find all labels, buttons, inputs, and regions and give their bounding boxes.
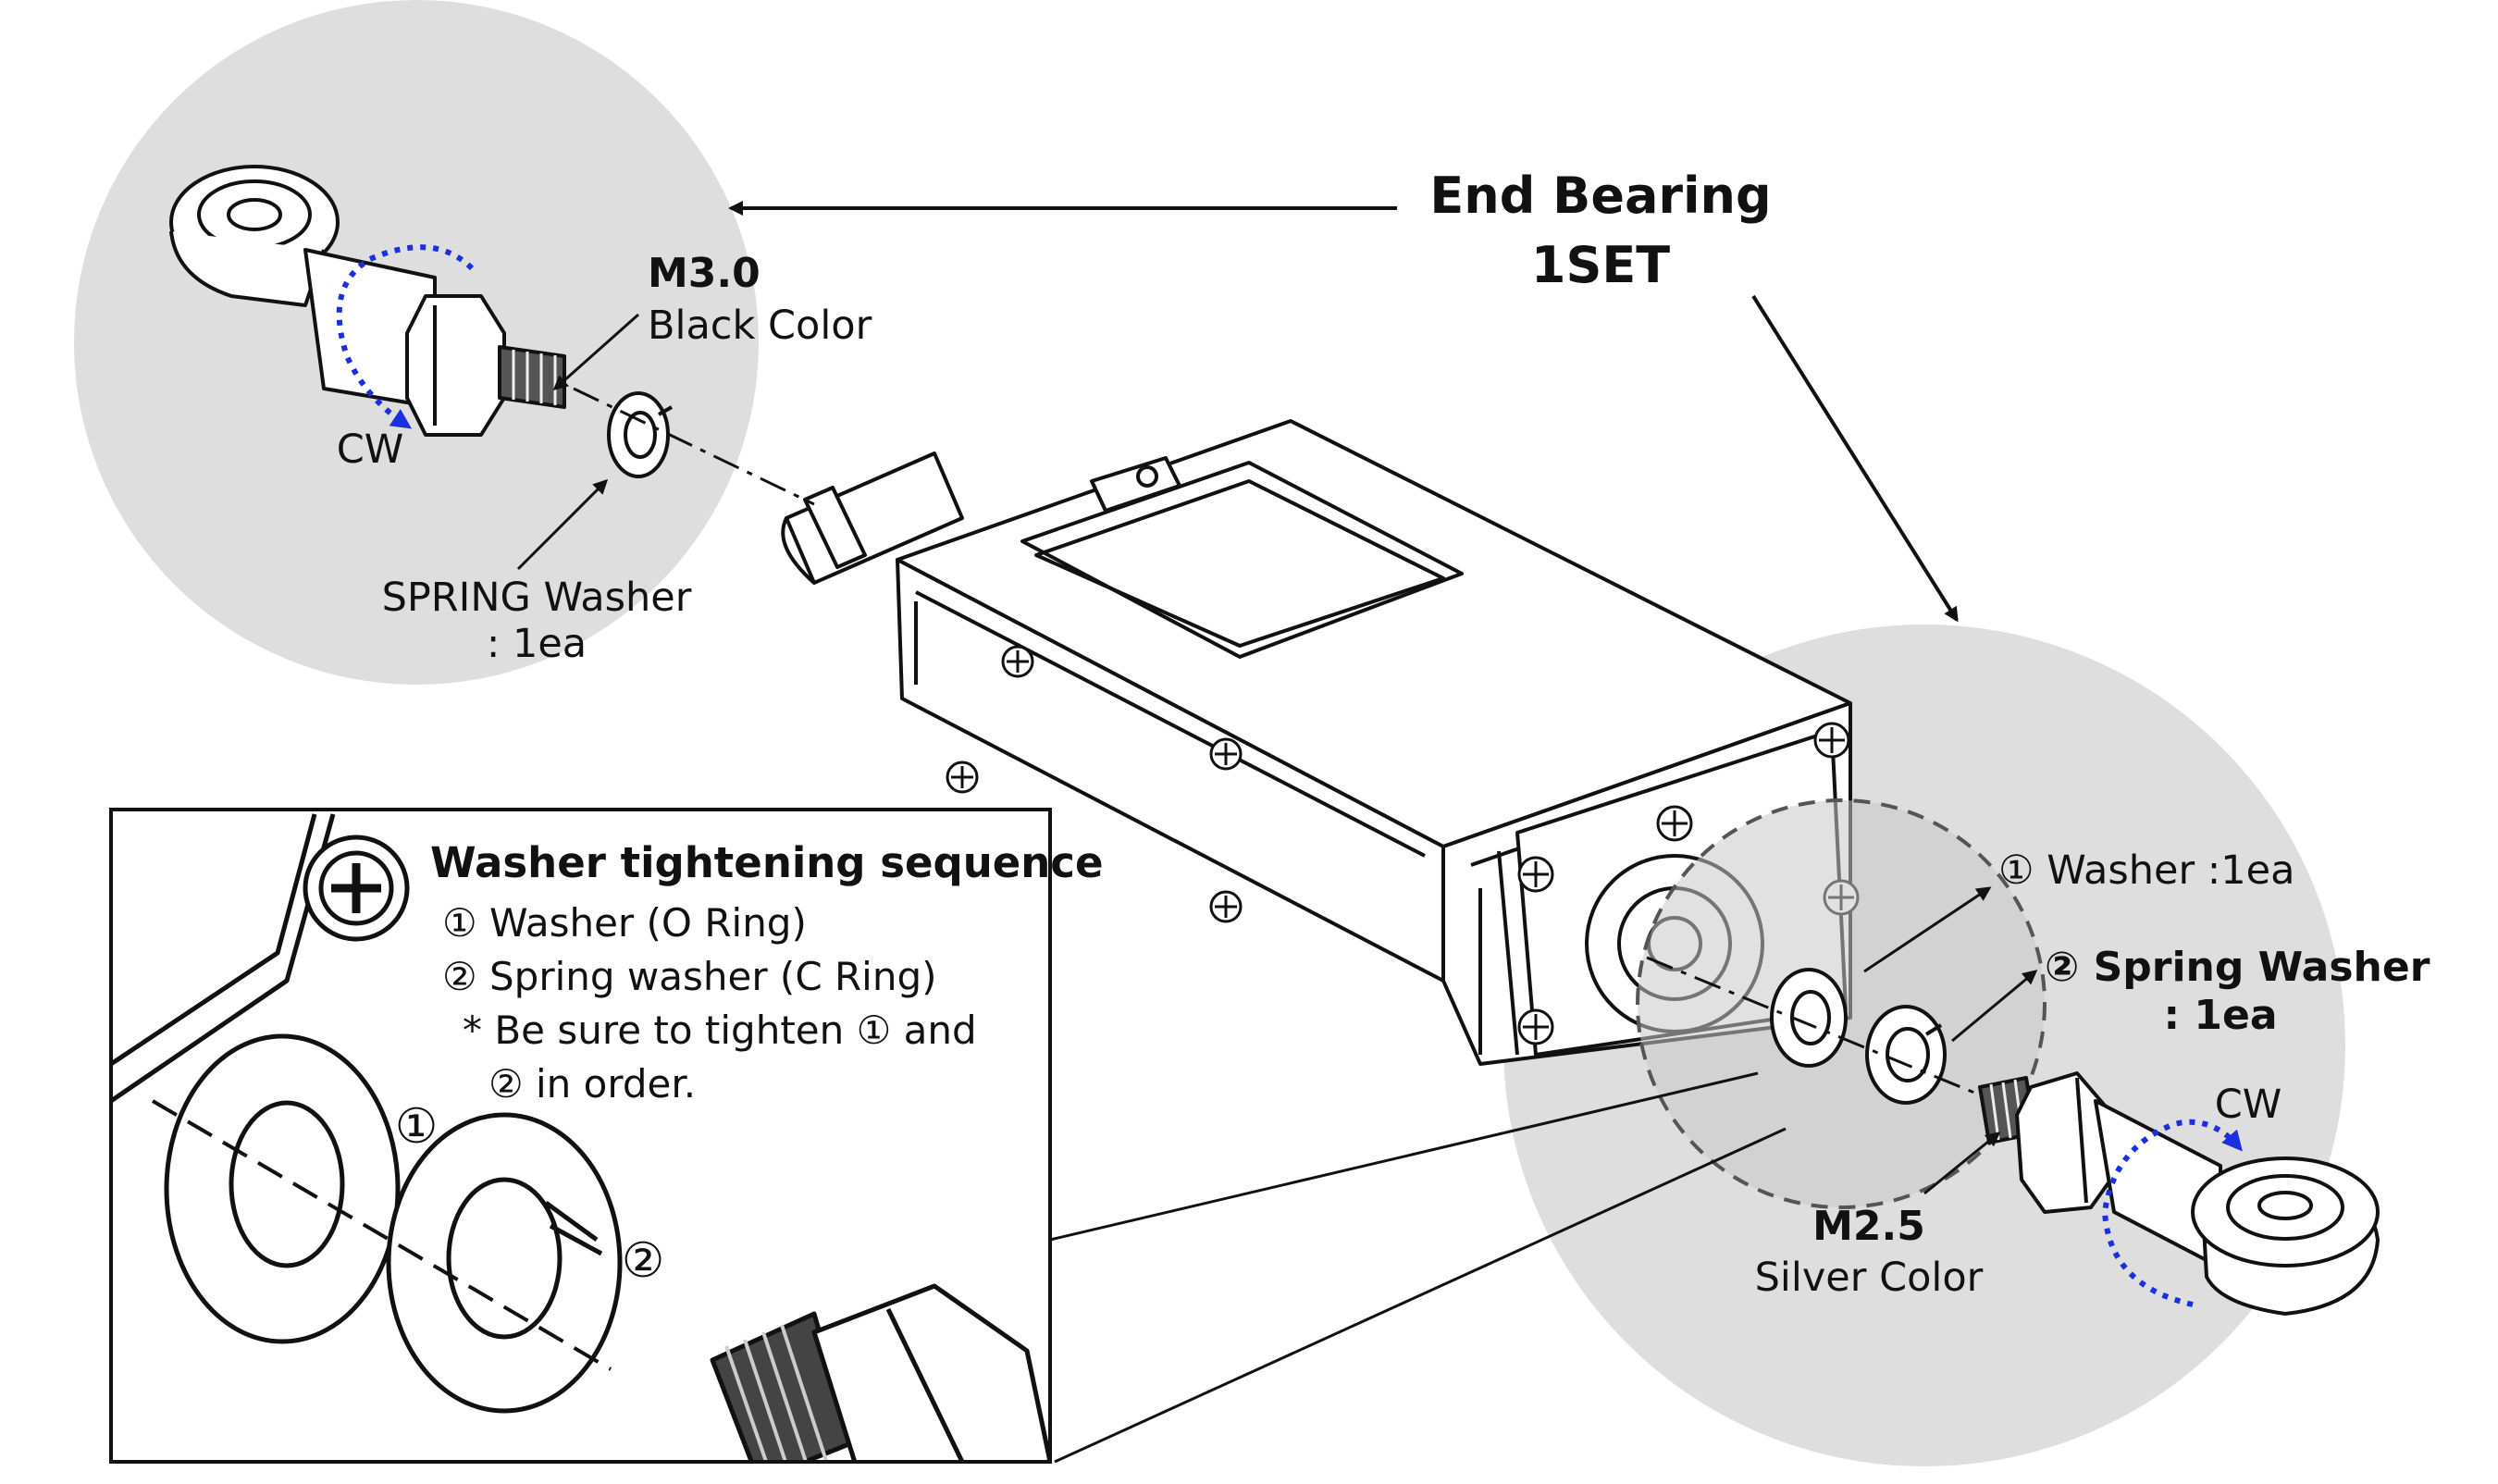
leader-spring-washer [516, 478, 609, 571]
inset-marker-1: ① [395, 1099, 439, 1155]
right-washer-1-label: ① Washer :1ea [1998, 847, 2294, 894]
left-cw-label: CW [337, 427, 404, 473]
title-line-2: 1SET [1531, 236, 1670, 294]
leader-washer-2 [1951, 970, 2038, 1043]
title-arrow-right [1751, 294, 1959, 623]
inset-note-line-2: ② in order. [488, 1061, 696, 1107]
washer-right-1 [1770, 968, 1848, 1068]
left-washer-name: SPRING Washer [382, 575, 692, 621]
cw-rotation-arrow-left [336, 244, 475, 429]
right-screw-color: Silver Color [1755, 1255, 1984, 1301]
inset-step-1: ① Washer (O Ring) [442, 900, 807, 946]
end-bearing-left [169, 165, 566, 437]
leader-m25 [1923, 1132, 2001, 1195]
leader-m30 [552, 313, 639, 390]
right-washer-2-qty: : 1ea [2163, 992, 2277, 1039]
left-screw-size: M3.0 [648, 250, 761, 297]
axis-line-right [1646, 956, 2018, 1112]
washer-sequence-inset [109, 808, 1052, 1464]
inset-note-line-1: * Be sure to tighten ① and [463, 1008, 977, 1053]
right-cw-label: CW [2215, 1082, 2282, 1128]
title-line-1: End Bearing [1429, 167, 1771, 225]
left-screw-color: Black Color [648, 303, 872, 349]
left-washer-qty: : 1ea [487, 621, 587, 667]
inset-marker-2: ② [622, 1233, 665, 1289]
callout-line-upper [1049, 1071, 1759, 1242]
right-washer-2-label: ② Spring Washer [2045, 944, 2430, 991]
spring-washer-right-2 [1865, 1005, 1947, 1105]
inset-step-2: ② Spring washer (C Ring) [442, 954, 937, 999]
end-bearing-right [1978, 1071, 2380, 1316]
axis-line-left [573, 387, 815, 506]
inset-heading: Washer tightening sequence [430, 838, 1104, 887]
cw-rotation-arrow-right [2101, 1119, 2243, 1307]
leader-washer-1 [1863, 886, 1992, 973]
callout-line-lower [1054, 1127, 1787, 1464]
right-screw-size: M2.5 [1812, 1203, 1925, 1250]
